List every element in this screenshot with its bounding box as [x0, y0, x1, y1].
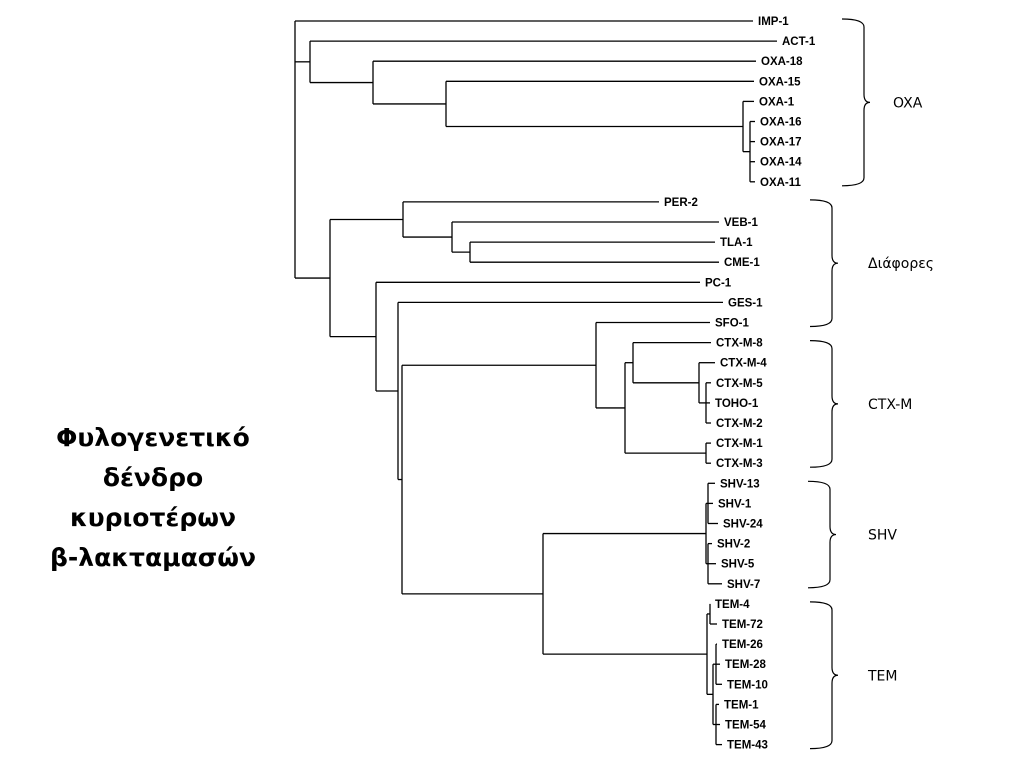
leaf-label-sfo-1: SFO-1	[715, 318, 749, 330]
group-brace-3	[807, 480, 837, 589]
leaf-label-ctx-m-1: CTX-M-1	[716, 438, 763, 450]
leaf-label-tem-1: TEM-1	[724, 699, 759, 711]
title-line-3: κυριοτέρων	[70, 503, 236, 532]
leaf-label-oxa-17: OXA-17	[760, 137, 802, 149]
leaf-label-tem-43: TEM-43	[727, 740, 768, 752]
leaf-label-ges-1: GES-1	[728, 297, 763, 309]
leaf-label-tem-4: TEM-4	[715, 599, 750, 611]
leaf-labels: IMP-1ACT-1OXA-18OXA-15OXA-1OXA-16OXA-17O…	[664, 16, 816, 752]
leaf-label-pc-1: PC-1	[705, 277, 732, 289]
leaf-label-shv-7: SHV-7	[727, 579, 760, 591]
group-label-4: TEM	[867, 668, 897, 684]
leaf-label-ctx-m-4: CTX-M-4	[720, 358, 767, 370]
leaf-label-tem-10: TEM-10	[727, 679, 768, 691]
leaf-label-ctx-m-5: CTX-M-5	[716, 378, 763, 390]
slide-title: Φυλογενετικό δένδρο κυριοτέρων β-λακταμα…	[18, 418, 288, 578]
leaf-label-ctx-m-8: CTX-M-8	[716, 338, 763, 350]
group-brace-1	[809, 199, 839, 328]
title-line-2: δένδρο	[102, 463, 204, 492]
leaf-label-tem-28: TEM-28	[725, 659, 767, 671]
leaf-label-ctx-m-3: CTX-M-3	[716, 458, 763, 470]
leaf-label-per-2: PER-2	[664, 197, 698, 209]
leaf-label-oxa-15: OXA-15	[759, 76, 801, 88]
tree-branches	[294, 20, 777, 746]
leaf-label-shv-24: SHV-24	[723, 519, 763, 531]
leaf-label-tem-72: TEM-72	[722, 619, 763, 631]
group-label-0: OXA	[893, 95, 923, 111]
leaf-label-tla-1: TLA-1	[720, 237, 753, 249]
leaf-label-cme-1: CME-1	[724, 257, 760, 269]
group-label-1: Διάφορες	[868, 256, 934, 272]
leaf-label-shv-5: SHV-5	[721, 559, 755, 571]
group-brace-0	[841, 18, 871, 187]
group-label-3: SHV	[868, 528, 897, 544]
leaf-label-oxa-1: OXA-1	[759, 96, 795, 108]
group-brace-2	[809, 340, 839, 468]
leaf-label-toho-1: TOHO-1	[715, 398, 759, 410]
leaf-label-oxa-11: OXA-11	[760, 177, 802, 189]
leaf-label-oxa-14: OXA-14	[760, 157, 802, 169]
leaf-label-act-1: ACT-1	[782, 36, 816, 48]
leaf-label-oxa-18: OXA-18	[761, 56, 803, 68]
leaf-label-shv-2: SHV-2	[717, 539, 750, 551]
leaf-label-tem-54: TEM-54	[725, 720, 767, 732]
leaf-label-shv-13: SHV-13	[720, 478, 760, 490]
group-label-2: CTX-M	[868, 397, 912, 413]
leaf-label-imp-1: IMP-1	[758, 16, 789, 28]
title-line-1: Φυλογενετικό	[56, 423, 250, 452]
leaf-label-oxa-16: OXA-16	[760, 117, 802, 129]
title-line-4: β-λακταμασών	[50, 543, 256, 572]
leaf-label-veb-1: VEB-1	[724, 217, 758, 229]
leaf-label-ctx-m-2: CTX-M-2	[716, 418, 763, 430]
leaf-label-shv-1: SHV-1	[718, 498, 752, 510]
group-brace-4	[809, 601, 839, 750]
leaf-label-tem-26: TEM-26	[722, 639, 763, 651]
